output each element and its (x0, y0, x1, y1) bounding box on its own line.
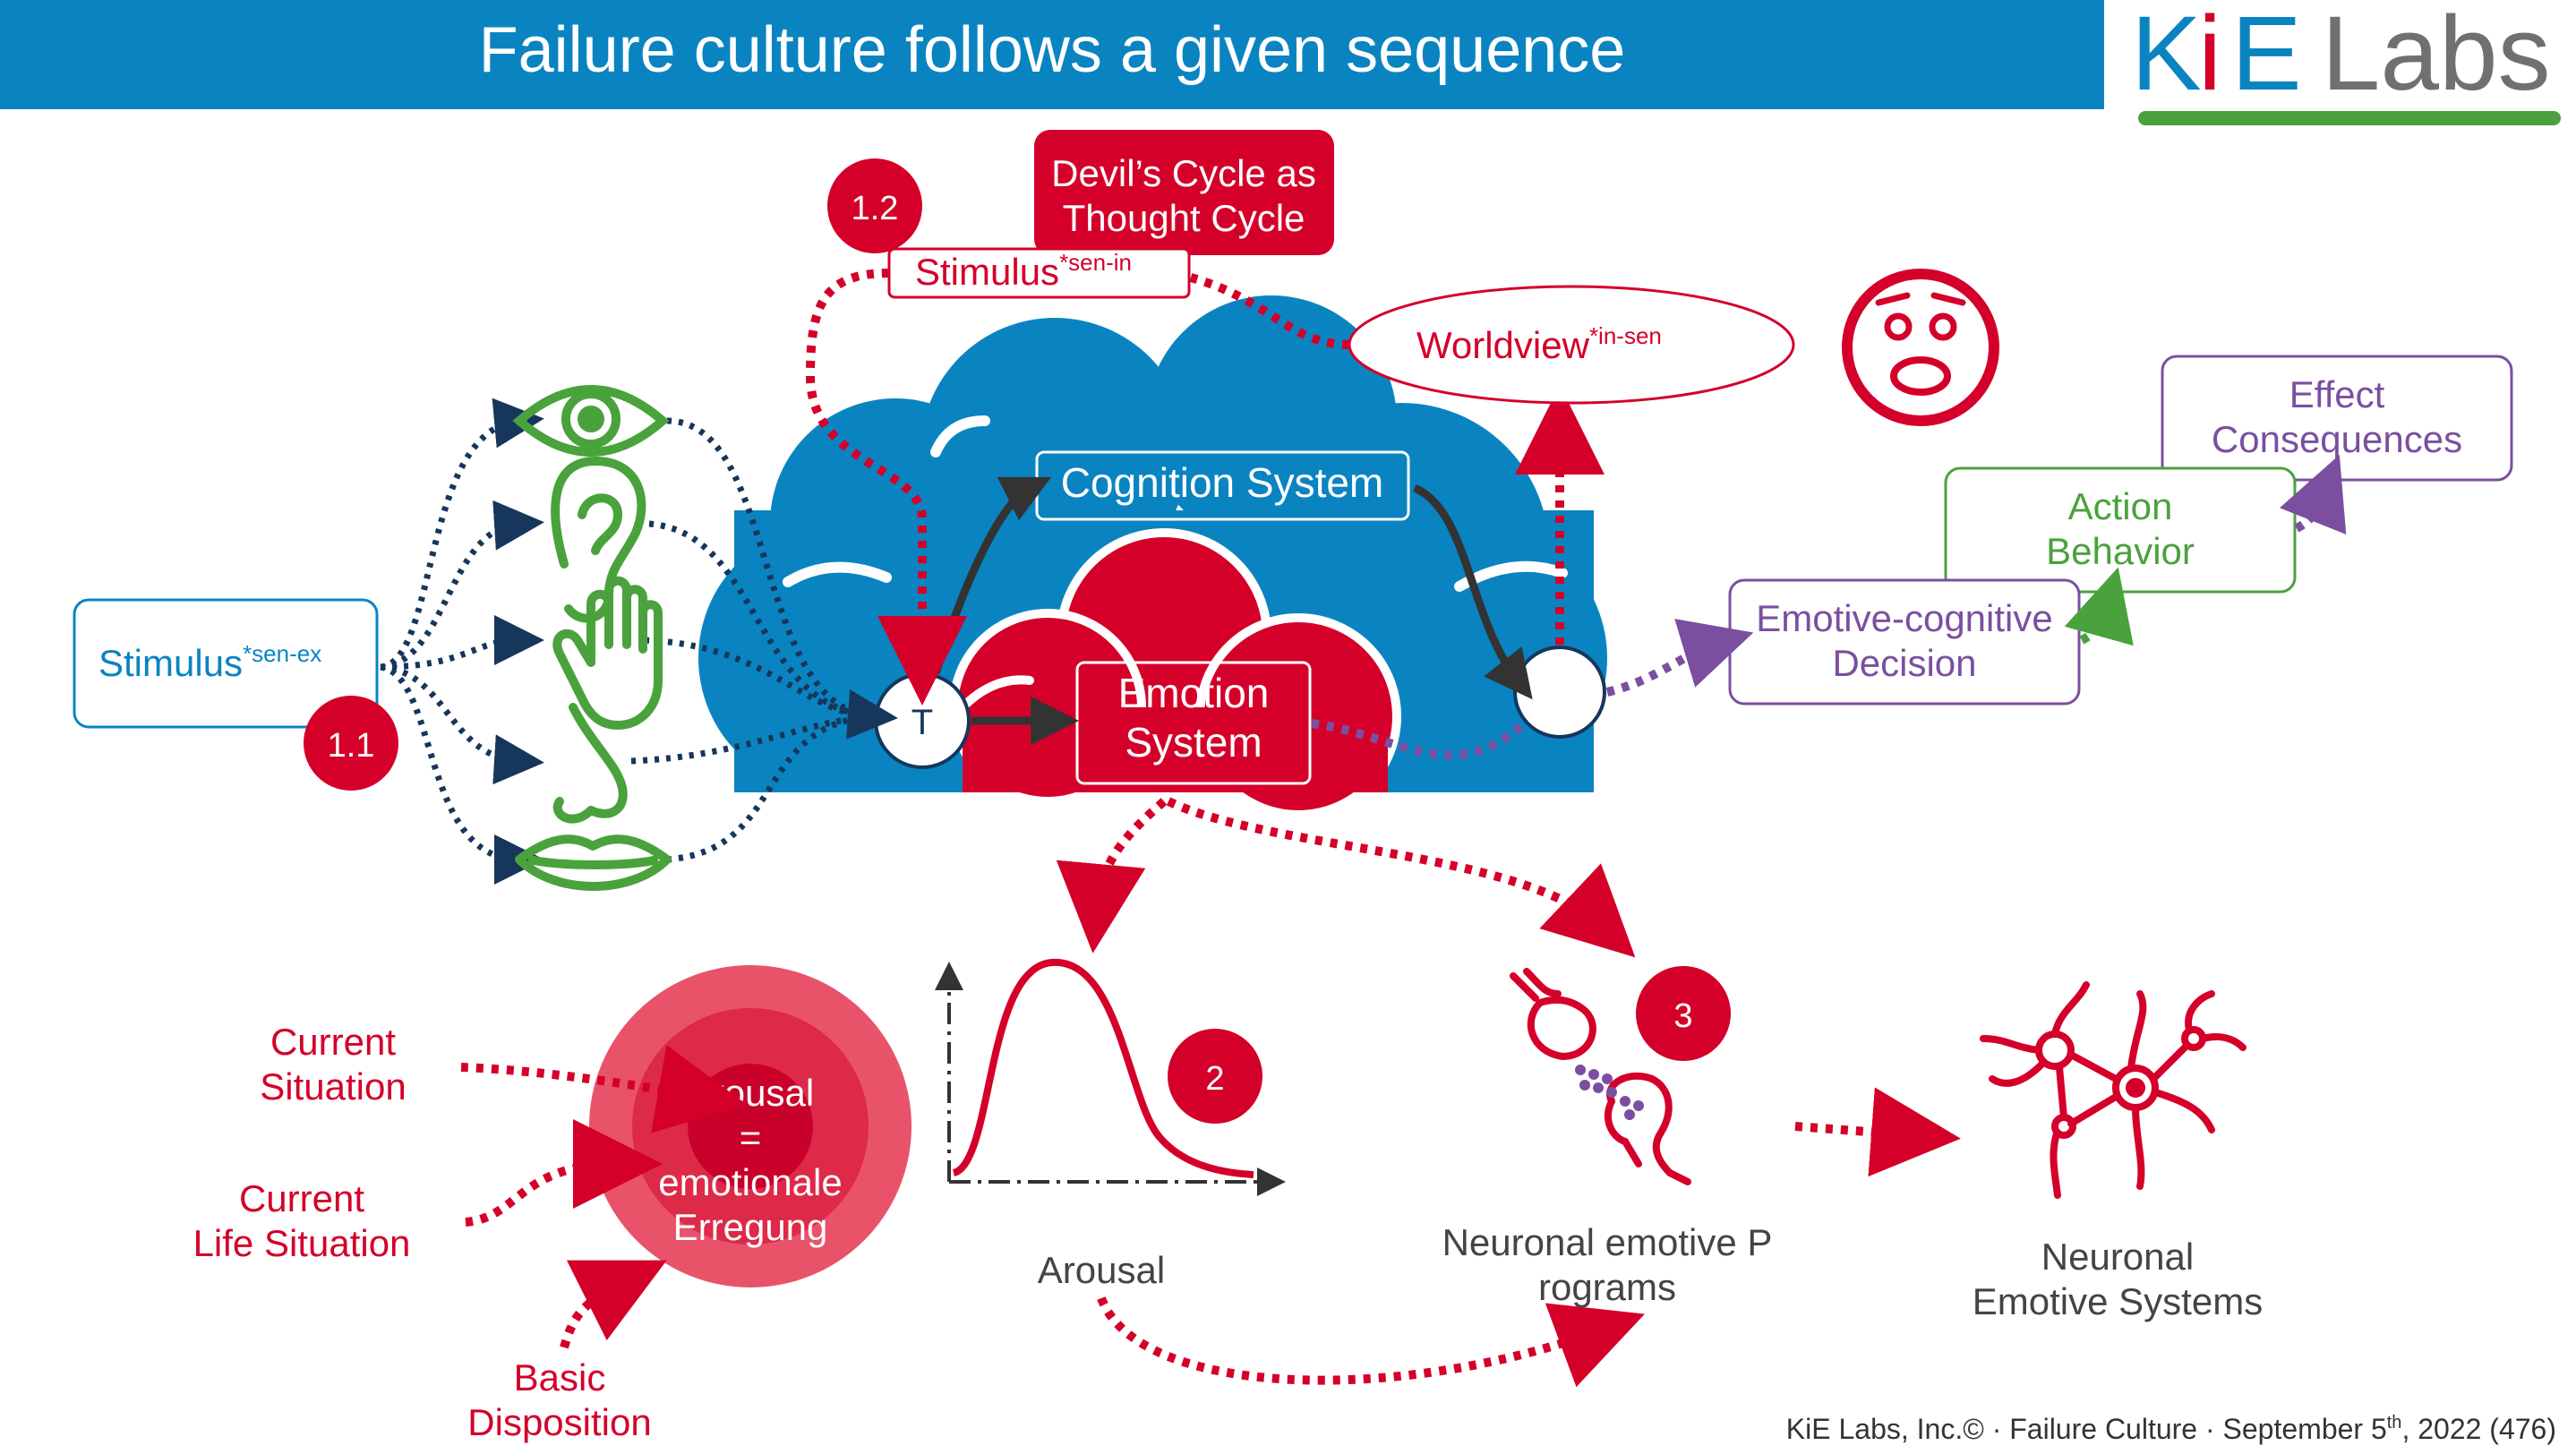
emotion-system-label-2: System (1125, 719, 1262, 765)
current-life-label-2: Life Situation (193, 1222, 411, 1264)
neuronal-systems-label-2: Emotive Systems (1973, 1280, 2263, 1322)
arrow-decision-to-action (2064, 567, 2134, 646)
current-situation-label-1: Current (270, 1021, 396, 1063)
stimulus-fan-arrows (380, 398, 544, 885)
effect-label-1: Effect (2289, 373, 2385, 415)
neuronal-programs-label-2: rograms (1538, 1266, 1676, 1308)
decision-node (1513, 646, 1606, 739)
arousal-circle-label-4: Erregung (673, 1206, 828, 1248)
basic-disposition-label-2: Disposition (467, 1401, 651, 1443)
arrow-action-to-effect (2280, 454, 2347, 535)
basic-disposition-label-1: Basic (514, 1356, 606, 1398)
arrow-emotion-to-decision (1311, 719, 1526, 760)
badge-1-1 (304, 696, 398, 791)
badge-3-label: 3 (1673, 997, 1692, 1035)
cognition-system-label: Cognition System (1061, 459, 1384, 506)
page-title: Failure culture follows a given sequence (479, 14, 1626, 86)
arrow-situation-to-arousal (460, 1045, 748, 1133)
worldview-label: Worldview*in-sen (1416, 322, 1662, 366)
badge-1-2-label: 1.2 (852, 190, 899, 227)
arousal-target (589, 965, 911, 1287)
stimulus-ex-box (73, 598, 379, 729)
arrow-worldview-to-stimulus-in (1189, 273, 1350, 349)
header-bar (0, 0, 2104, 109)
hand-icon (552, 576, 663, 730)
emotion-system-label-1: Emotion (1118, 670, 1270, 716)
logo-underline (2138, 111, 2561, 125)
neuronal-programs-label-1: Neuronal emotive P (1442, 1221, 1773, 1263)
neuronal-systems-label-1: Neuronal (2041, 1236, 2194, 1278)
threshold-node-label: T (911, 703, 933, 742)
cloud-accent (958, 675, 1034, 712)
arrow-disposition-to-arousal (560, 1260, 667, 1349)
stimulus-in-label: Stimulus*sen-in (915, 249, 1132, 293)
badge-3 (1636, 966, 1731, 1061)
arrow-cognition-to-decision (1413, 483, 1533, 700)
kie-labs-logo: K i E Labs (2131, 0, 2561, 125)
badge-2-label: 2 (1205, 1060, 1224, 1098)
nose-icon (552, 703, 628, 824)
arrow-emotion-to-programs (1166, 797, 1636, 958)
eye-icon (512, 385, 670, 457)
arousal-circle-label-2: = (740, 1116, 762, 1159)
arrow-arousal-to-programs (1097, 1296, 1645, 1388)
synapse-dots (1575, 1065, 1644, 1120)
arousal-circle-label-3: emotionale (658, 1161, 842, 1203)
synapse-icon (1510, 968, 1691, 1185)
arousal-label: Arousal (1038, 1249, 1165, 1291)
arousal-circle-label-1: Arousal (687, 1072, 814, 1114)
logo-e: E (2231, 0, 2302, 113)
decision-label-1: Emotive-cognitive (1756, 597, 2052, 639)
current-life-label-1: Current (239, 1177, 364, 1219)
badge-1-1-label: 1.1 (328, 727, 375, 765)
effect-label-2: Consequences (2212, 418, 2462, 460)
senses-to-t-arrows (630, 417, 898, 863)
devils-cycle-box (1034, 130, 1334, 255)
logo-labs: Labs (2292, 0, 2551, 113)
cloud-accent (783, 561, 892, 587)
badge-2 (1168, 1029, 1262, 1124)
action-label-2: Behavior (2046, 530, 2195, 572)
decision-label-2: Decision (1832, 642, 1976, 684)
stimulus-ex-label: Stimulus*sen-ex (98, 640, 321, 684)
cloud-accent (930, 415, 990, 458)
action-label-1: Action (2068, 485, 2173, 527)
logo-i: i (2198, 0, 2221, 113)
current-situation-label-2: Situation (260, 1065, 406, 1108)
arrow-node-to-decision-box (1605, 619, 1754, 697)
badge-1-2 (827, 158, 922, 253)
logo-k: K (2131, 0, 2202, 113)
scared-face-icon (1842, 269, 1999, 426)
mouth-icon (515, 834, 672, 891)
arrow-life-to-arousal (465, 1119, 663, 1227)
arrow-emotion-to-arousal (1056, 798, 1168, 954)
arousal-curve-chart (935, 958, 1286, 1196)
devils-cycle-label-2: Thought Cycle (1063, 197, 1305, 239)
arrow-programs-to-systems (1794, 1087, 1961, 1177)
footer-text: KiE Labs, Inc.© · Failure Culture · Sept… (1786, 1413, 2556, 1445)
neuron-network-icon (1980, 981, 2247, 1199)
devils-cycle-label-1: Devil’s Cycle as (1051, 152, 1316, 194)
arrow-stimulus-in-to-t (805, 269, 967, 706)
